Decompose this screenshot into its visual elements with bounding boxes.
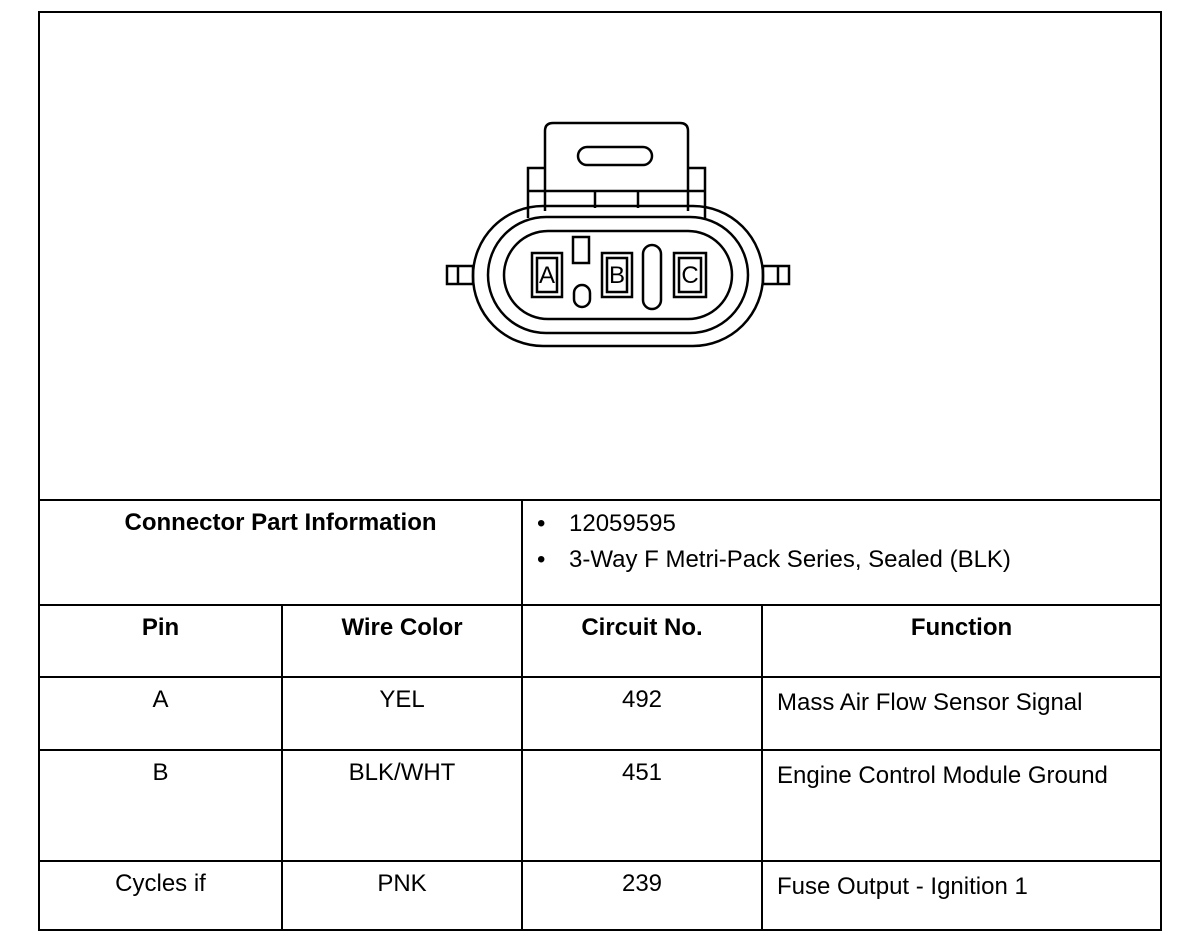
polarizing-bump [572, 283, 592, 309]
header-wire-color: Wire Color [280, 604, 524, 678]
function-cell: Engine Control Module Ground [761, 749, 1161, 862]
table-row: A YEL 492 Mass Air Flow Sensor Signal [40, 676, 1161, 751]
connector-info-label: Connector Part Information [40, 501, 524, 606]
right-ear [761, 264, 791, 286]
circuit-no-cell: 451 [521, 749, 764, 862]
connector-info-item: •3-Way F Metri-Pack Series, Sealed (BLK) [537, 546, 1011, 573]
left-ear [445, 264, 475, 286]
connector-info-item: •12059595 [537, 510, 676, 537]
header-circuit-no: Circuit No. [521, 604, 764, 678]
cavity-a [530, 251, 564, 299]
circuit-no-cell: 239 [521, 860, 764, 931]
cavity-label-b: B [609, 262, 625, 289]
connector-info-row: Connector Part Information •12059595 •3-… [40, 501, 1161, 606]
center-rib [641, 243, 663, 311]
pin-cell: Cycles if [40, 860, 283, 931]
circuit-no-cell: 492 [521, 676, 764, 751]
wire-color-cell: YEL [280, 676, 524, 751]
pinout-table: Connector Part Information •12059595 •3-… [40, 501, 1161, 931]
wire-color-cell: PNK [280, 860, 524, 931]
cavity-b-inner [605, 256, 629, 294]
function-cell: Mass Air Flow Sensor Signal [761, 676, 1161, 751]
header-pin: Pin [40, 604, 283, 678]
header-function: Function [761, 604, 1161, 678]
header-row: Pin Wire Color Circuit No. Function [40, 604, 1161, 678]
pin-cell: A [40, 676, 283, 751]
connector-inner-shell [486, 215, 750, 335]
connector-diagram: A B C [40, 13, 1160, 501]
tab-shoulder [688, 166, 707, 218]
connector-sheet: A B C Connector Part Information •120595… [38, 11, 1162, 931]
locking-tab-slot [576, 145, 654, 167]
cavity-label-a: A [539, 262, 555, 289]
tab-shoulder [526, 166, 545, 218]
cavity-label-c: C [681, 262, 698, 289]
table-row: Cycles if PNK 239 Fuse Output - Ignition… [40, 860, 1161, 931]
cavity-c-inner [677, 256, 703, 294]
cavity-b [600, 251, 634, 299]
connector-info-list: •12059595 •3-Way F Metri-Pack Series, Se… [521, 501, 1161, 606]
cavity-a-inner [535, 256, 559, 294]
connector-description: 3-Way F Metri-Pack Series, Sealed (BLK) [569, 546, 1011, 573]
connector-face-drawing: A B C [445, 121, 791, 348]
pin-cell: B [40, 749, 283, 862]
part-number: 12059595 [569, 510, 676, 537]
locking-tab [543, 121, 690, 211]
table-row: B BLK/WHT 451 Engine Control Module Grou… [40, 749, 1161, 862]
polarizing-key [571, 235, 591, 265]
wire-color-cell: BLK/WHT [280, 749, 524, 862]
function-cell: Fuse Output - Ignition 1 [761, 860, 1161, 931]
cavity-c [672, 251, 708, 299]
connector-seal [502, 229, 734, 321]
